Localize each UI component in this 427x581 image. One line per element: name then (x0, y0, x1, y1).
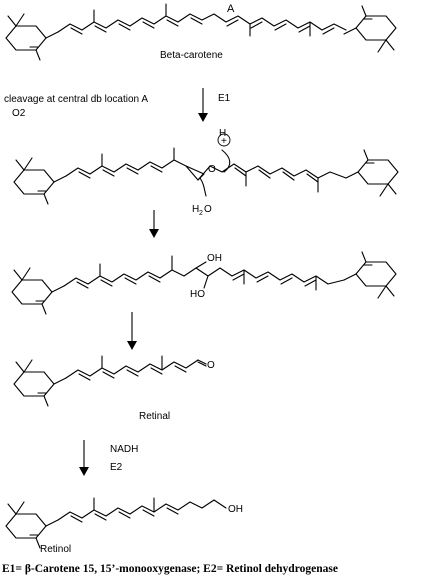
retinol-structure (5, 497, 227, 549)
step2-arrow (149, 210, 159, 238)
water-sub: 2 (199, 210, 203, 217)
step4-enzyme: E2 (110, 462, 123, 473)
step1-enzyme: E1 (218, 93, 231, 104)
retinal-oxygen: O (207, 360, 215, 371)
epoxide-oxygen: O (208, 164, 216, 175)
step1-condition: cleavage at central db location A (4, 94, 148, 105)
beta-carotene-structure (5, 3, 397, 61)
retinol-label: Retinol (40, 544, 71, 555)
retinol-oh: OH (228, 504, 243, 515)
retinal-label: Retinal (139, 411, 170, 422)
step1-arrow (198, 88, 208, 122)
diol-oh-bottom: HO (190, 289, 205, 300)
water-o: O (204, 204, 212, 215)
epoxide-structure (13, 147, 399, 205)
diol-structure (11, 251, 397, 315)
step3-arrow (127, 312, 137, 350)
step4-cofactor: NADH (110, 444, 138, 455)
enzyme-caption: E1= β-Carotene 15, 15’-monooxygenase; E2… (2, 563, 338, 575)
step1-oxygen: O2 (12, 108, 26, 119)
water-h: H (192, 204, 199, 215)
hplus-h: H (219, 128, 226, 139)
retinal-structure (13, 355, 207, 407)
beta-carotene-label: Beta-carotene (160, 50, 223, 61)
step4-arrow (79, 440, 89, 476)
site-a-label: A (227, 3, 235, 15)
hplus-charge: + (221, 136, 227, 147)
diol-oh-top: OH (207, 253, 222, 264)
